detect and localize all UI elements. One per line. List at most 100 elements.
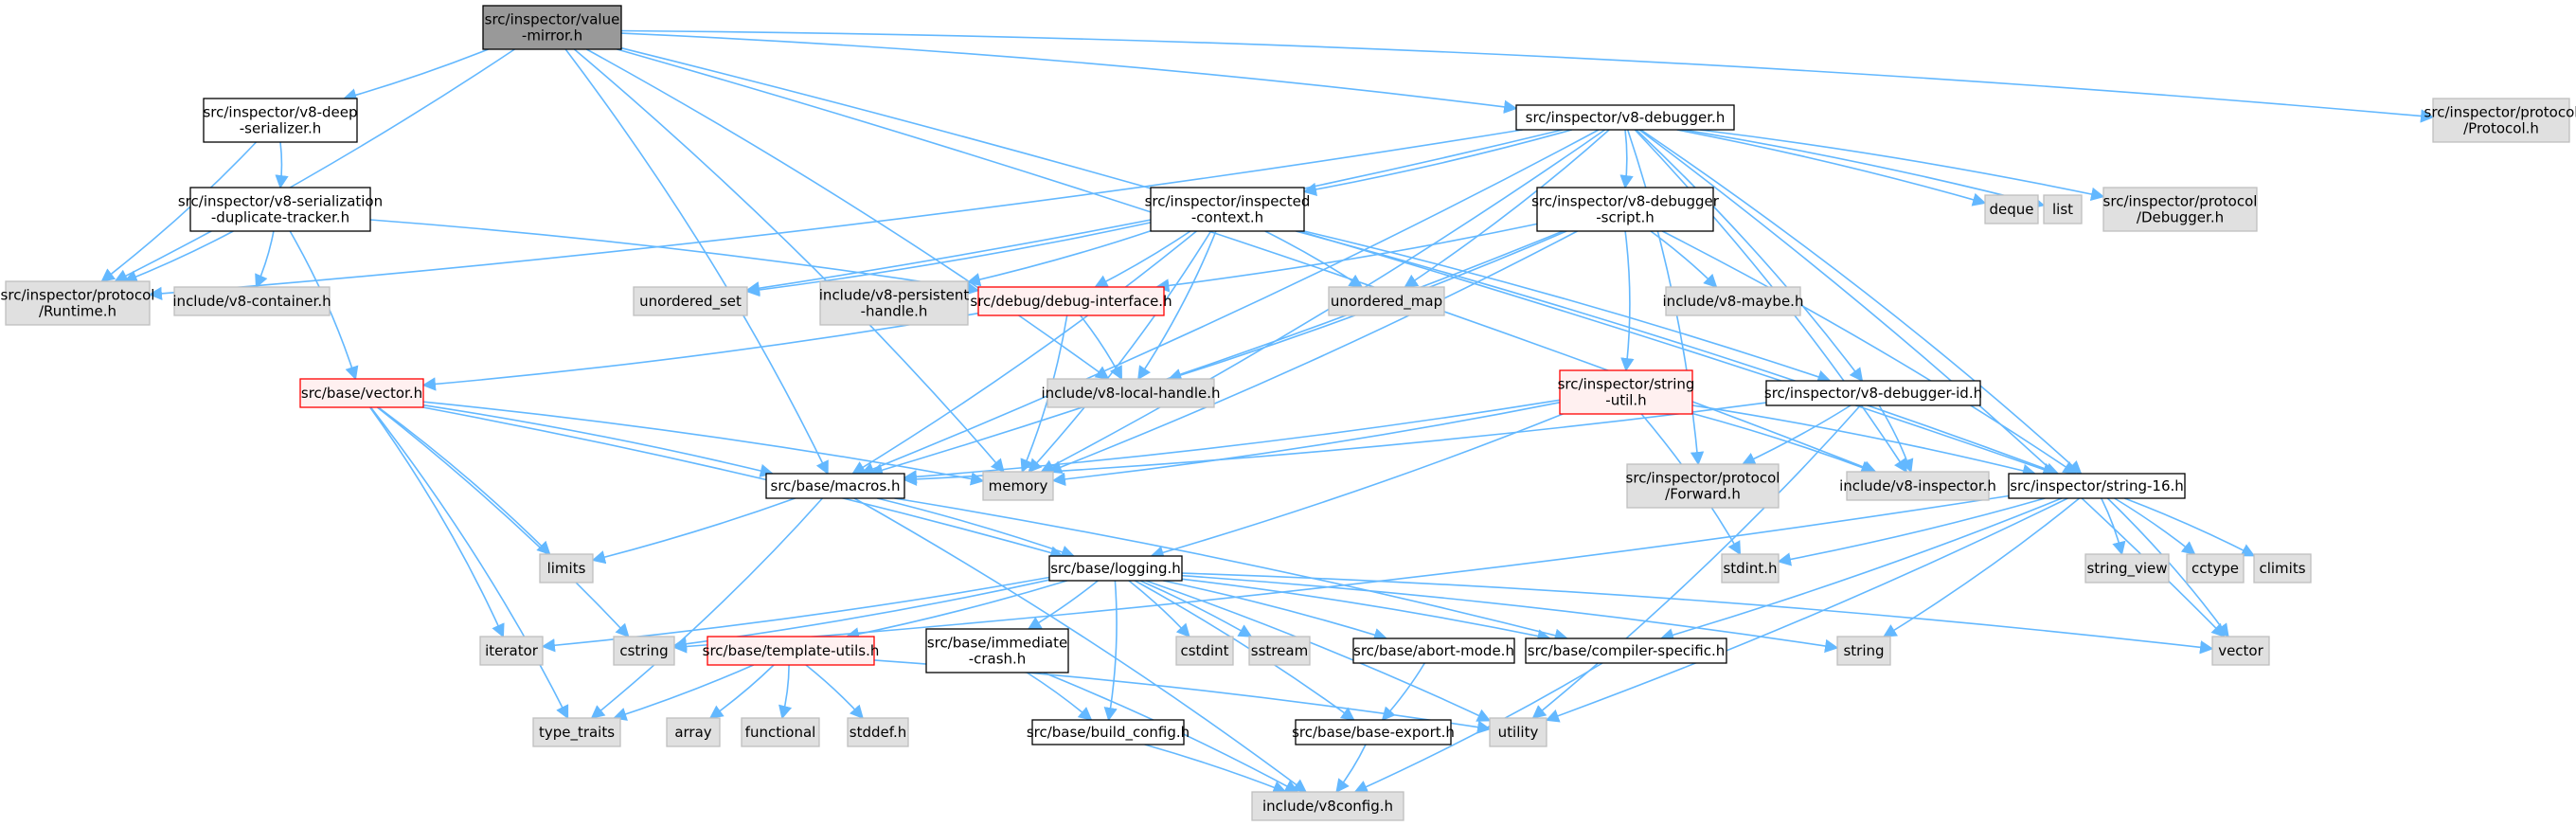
node-v8_debugger[interactable]: src/inspector/v8-debugger.h [1515, 104, 1735, 131]
node-box-template_utils[interactable] [707, 636, 875, 666]
node-box-list[interactable] [2043, 194, 2083, 224]
node-type_traits[interactable]: type_traits [532, 717, 621, 747]
node-base_logging[interactable]: src/base/logging.h [1048, 555, 1183, 582]
node-box-protocol_h[interactable] [2432, 98, 2570, 143]
node-debugger_id[interactable]: src/inspector/v8-debugger-id.h [1764, 380, 1982, 406]
node-box-v8config[interactable] [1251, 791, 1404, 821]
node-box-protocol_runtime[interactable] [5, 280, 151, 326]
node-cstring[interactable]: cstring [613, 636, 675, 666]
node-value_mirror[interactable]: src/inspector/value-mirror.h [482, 5, 622, 50]
node-deep_serializer[interactable]: src/inspector/v8-deep-serializer.h [203, 98, 358, 143]
node-string_util[interactable]: src/inspector/string-util.h [1558, 369, 1695, 415]
node-box-cstring[interactable] [613, 636, 675, 666]
node-cctype[interactable]: cctype [2186, 553, 2245, 584]
node-base_macros[interactable]: src/base/macros.h [765, 473, 905, 499]
node-box-debugger_id[interactable] [1765, 380, 1981, 406]
node-box-string_view[interactable] [2084, 553, 2170, 584]
node-v8_maybe[interactable]: include/v8-maybe.h [1663, 286, 1804, 316]
node-box-vector[interactable] [2211, 636, 2270, 666]
node-box-string[interactable] [1836, 636, 1891, 666]
node-box-stdint[interactable] [1721, 553, 1780, 584]
node-protocol_h[interactable]: src/inspector/protocol/Protocol.h [2424, 98, 2576, 143]
node-box-array[interactable] [666, 717, 721, 747]
node-unordered_map[interactable]: unordered_map [1328, 286, 1445, 316]
node-string16[interactable]: src/inspector/string-16.h [2008, 473, 2186, 499]
node-compiler_specific[interactable]: src/base/compiler-specific.h [1525, 637, 1727, 664]
node-box-stddef[interactable] [847, 717, 909, 747]
node-box-build_config[interactable] [1031, 719, 1185, 745]
node-box-string16[interactable] [2008, 473, 2186, 499]
node-box-type_traits[interactable] [532, 717, 621, 747]
node-vector[interactable]: vector [2211, 636, 2270, 666]
node-v8_local_handle[interactable]: include/v8-local-handle.h [1042, 378, 1221, 408]
node-box-sstream[interactable] [1248, 636, 1311, 666]
node-v8_persistent[interactable]: include/v8-persistent-handle.h [819, 280, 970, 326]
node-debugger_script[interactable]: src/inspector/v8-debugger-script.h [1531, 187, 1720, 232]
node-v8_container[interactable]: include/v8-container.h [172, 286, 331, 316]
node-box-protocol_debugger[interactable] [2102, 187, 2258, 232]
node-box-unordered_map[interactable] [1328, 286, 1445, 316]
node-v8config[interactable]: include/v8config.h [1251, 791, 1404, 821]
node-sstream[interactable]: sstream [1248, 636, 1311, 666]
node-box-cstdint[interactable] [1175, 636, 1234, 666]
node-box-base_vector[interactable] [299, 378, 424, 408]
node-v8_inspector[interactable]: include/v8-inspector.h [1839, 471, 1996, 501]
node-protocol_debugger[interactable]: src/inspector/protocol/Debugger.h [2102, 187, 2258, 232]
node-iterator[interactable]: iterator [479, 636, 544, 666]
node-protocol_runtime[interactable]: src/inspector/protocol/Runtime.h [1, 280, 155, 326]
node-box-v8_debugger[interactable] [1515, 104, 1735, 131]
node-deque[interactable]: deque [1984, 194, 2039, 224]
node-box-base_macros[interactable] [765, 473, 905, 499]
node-cstdint[interactable]: cstdint [1175, 636, 1234, 666]
node-array[interactable]: array [666, 717, 721, 747]
node-box-climits[interactable] [2253, 553, 2312, 584]
node-utility[interactable]: utility [1489, 717, 1547, 747]
node-box-deque[interactable] [1984, 194, 2039, 224]
node-abort_mode[interactable]: src/base/abort-mode.h [1352, 637, 1515, 664]
node-box-string_util[interactable] [1559, 369, 1693, 415]
node-box-value_mirror[interactable] [482, 5, 622, 50]
node-box-unordered_set[interactable] [633, 286, 748, 316]
node-box-v8_inspector[interactable] [1846, 471, 1990, 501]
node-box-debugger_script[interactable] [1536, 187, 1714, 232]
node-memory[interactable]: memory [982, 471, 1054, 501]
node-serialization_tracker[interactable]: src/inspector/v8-serialization-duplicate… [178, 187, 383, 232]
node-box-iterator[interactable] [479, 636, 544, 666]
node-base_export[interactable]: src/base/base-export.h [1292, 719, 1455, 745]
node-inspected_context[interactable]: src/inspector/inspected-context.h [1145, 187, 1311, 232]
node-box-utility[interactable] [1489, 717, 1547, 747]
node-box-compiler_specific[interactable] [1525, 637, 1727, 664]
node-unordered_set[interactable]: unordered_set [633, 286, 748, 316]
node-box-base_export[interactable] [1295, 719, 1452, 745]
node-base_vector[interactable]: src/base/vector.h [299, 378, 424, 408]
node-string_view[interactable]: string_view [2084, 553, 2170, 584]
node-box-protocol_forward[interactable] [1626, 463, 1780, 509]
node-box-v8_maybe[interactable] [1665, 286, 1801, 316]
node-stdint[interactable]: stdint.h [1721, 553, 1780, 584]
node-template_utils[interactable]: src/base/template-utils.h [703, 636, 880, 666]
node-box-v8_persistent[interactable] [819, 280, 969, 326]
node-box-immediate_crash[interactable] [925, 628, 1069, 673]
node-list[interactable]: list [2043, 194, 2083, 224]
node-build_config[interactable]: src/base/build_config.h [1027, 719, 1190, 745]
node-climits[interactable]: climits [2253, 553, 2312, 584]
node-box-inspected_context[interactable] [1150, 187, 1305, 232]
node-box-debug_interface[interactable] [977, 286, 1165, 316]
node-box-v8_local_handle[interactable] [1046, 378, 1215, 408]
node-immediate_crash[interactable]: src/base/immediate-crash.h [925, 628, 1069, 673]
node-box-abort_mode[interactable] [1352, 637, 1515, 664]
node-string[interactable]: string [1836, 636, 1891, 666]
node-box-memory[interactable] [982, 471, 1054, 501]
node-box-cctype[interactable] [2186, 553, 2245, 584]
node-box-v8_container[interactable] [173, 286, 331, 316]
node-functional[interactable]: functional [741, 717, 820, 747]
node-stddef[interactable]: stddef.h [847, 717, 909, 747]
node-box-base_logging[interactable] [1048, 555, 1183, 582]
node-box-serialization_tracker[interactable] [189, 187, 371, 232]
node-box-limits[interactable] [539, 553, 594, 584]
node-box-deep_serializer[interactable] [203, 98, 358, 143]
node-limits[interactable]: limits [539, 553, 594, 584]
node-protocol_forward[interactable]: src/inspector/protocol/Forward.h [1626, 463, 1780, 509]
node-box-functional[interactable] [741, 717, 820, 747]
node-debug_interface[interactable]: src/debug/debug-interface.h [970, 286, 1172, 316]
